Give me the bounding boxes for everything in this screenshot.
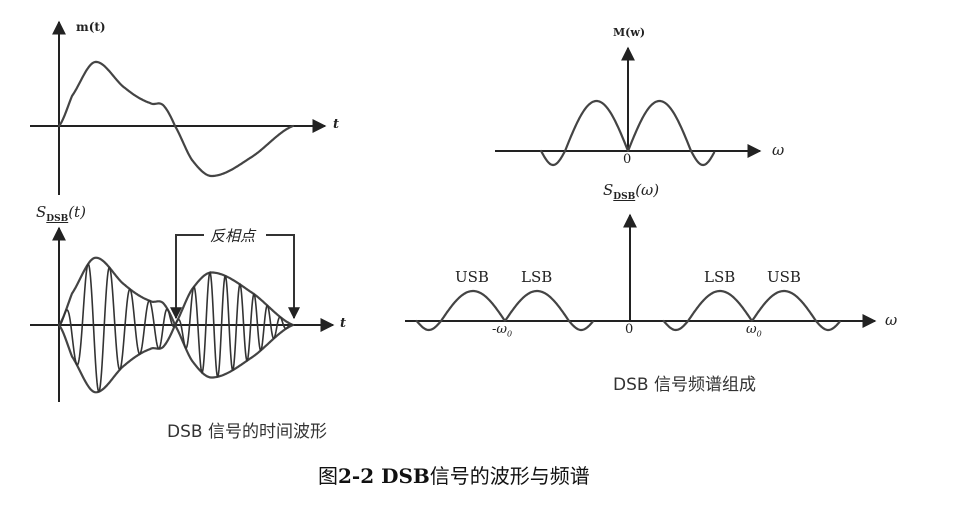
figure-prefix: 图 [318, 464, 338, 488]
origin-label-dsb: 0 [625, 322, 634, 337]
message-waveform [57, 60, 295, 178]
phase-reversal-label: 反相点 [210, 227, 256, 245]
phase-reversal-pointer-right [266, 234, 300, 320]
band-label-usb-right: USB [767, 268, 801, 286]
t-argument: (t) [68, 203, 86, 221]
s-symbol: S [36, 203, 47, 221]
neg-omega: -ω [492, 322, 507, 337]
s-dsb-t-label: SDSB(t) [36, 203, 86, 224]
band-label-usb-left: USB [455, 268, 489, 286]
m-t-label: m(t) [76, 20, 106, 34]
s-symbol: S [603, 181, 614, 199]
s-dsb-w-label: SDSB(ω) [603, 181, 659, 202]
figure-caption: 图2-2 DSB信号的波形与频谱 [318, 460, 590, 489]
figure-number: 2-2 DSB [338, 464, 430, 488]
carrier-subscript: 0 [507, 329, 513, 339]
w-axis-label: ω [772, 141, 785, 159]
time-waveform-caption: DSB 信号的时间波形 [167, 422, 327, 442]
neg-carrier-label: -ω0 [492, 322, 512, 339]
message-signal-plot [30, 20, 327, 195]
origin-label: 0 [623, 152, 632, 167]
figure-title: 信号的波形与频谱 [429, 464, 590, 488]
t-axis-label: t [333, 117, 340, 132]
dsb-spectrum-plot [405, 213, 877, 332]
positive-sideband-spectrum [662, 289, 841, 332]
dsb-time-plot [30, 226, 335, 402]
pos-carrier-label: ω0 [746, 322, 762, 339]
dsb-subscript: DSB [46, 214, 69, 224]
w-axis-label-dsb: ω [885, 311, 898, 329]
pos-omega: ω [746, 322, 757, 337]
phase-reversal-pointer-left [170, 234, 204, 320]
negative-sideband-spectrum [415, 289, 594, 332]
M-w-label: M(w) [613, 26, 646, 39]
spectrum-caption: DSB 信号频谱组成 [613, 375, 756, 395]
carrier-subscript: 0 [756, 329, 762, 339]
t-axis-label-dsb: t [340, 316, 347, 331]
baseband-spectrum-plot [495, 46, 762, 167]
w-argument: (ω) [635, 181, 660, 199]
baseband-spectrum-curve [540, 99, 716, 167]
band-label-lsb-right: LSB [704, 268, 736, 286]
dsb-carrier-waveform [58, 263, 294, 393]
dsb-subscript: DSB [613, 192, 636, 202]
band-label-lsb-left: LSB [521, 268, 553, 286]
